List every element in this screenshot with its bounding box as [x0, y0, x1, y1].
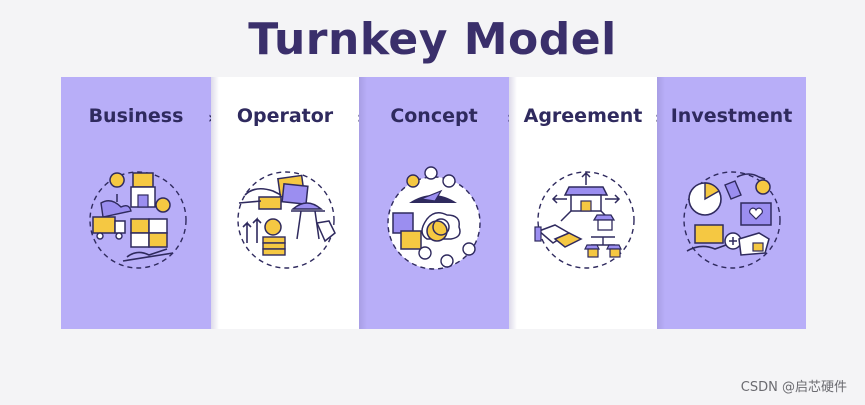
step-concept: Concept — [359, 77, 509, 329]
agreement-icon — [534, 171, 635, 269]
step-label: Agreement — [523, 105, 643, 127]
step-investment: Investment — [657, 77, 806, 329]
watermark: CSDN @启芯硬件 — [740, 380, 847, 395]
step-business: Business — [61, 77, 211, 329]
step-label: Investment — [670, 105, 793, 127]
step-agreement: Agreement — [509, 77, 657, 329]
business-icon — [89, 171, 187, 269]
step-label: Concept — [390, 105, 478, 127]
step-label: Business — [88, 105, 184, 127]
concept-icon — [387, 166, 481, 270]
step-label: Operator — [236, 105, 334, 127]
investment-icon — [683, 171, 781, 269]
step-operator: Operator — [211, 77, 359, 329]
steps-row: Business » Operator — [61, 77, 806, 329]
diagram-title: Turnkey Model — [248, 14, 617, 65]
operator-icon — [237, 171, 336, 269]
